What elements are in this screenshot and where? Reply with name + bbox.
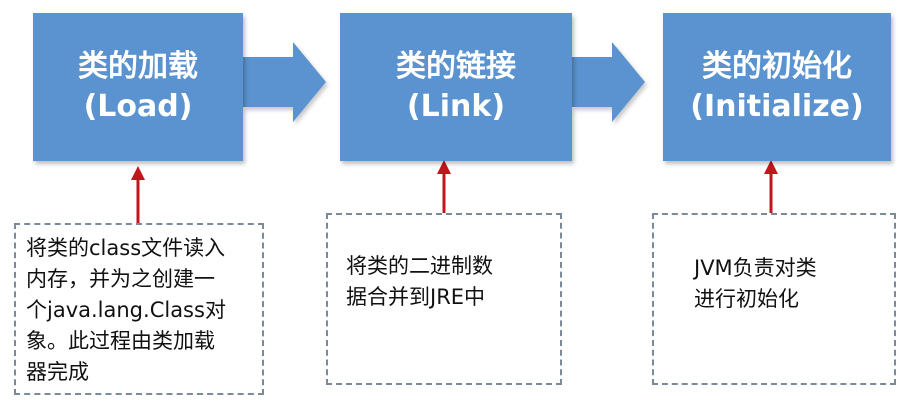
connector-load [131,166,145,223]
stage-load: 类的加载 (Load) [33,13,243,161]
stage-load-title: 类的加载 [78,49,198,84]
note-load-text: 将类的class文件读入 内存，并为之创建一 个java.lang.Class对… [26,236,226,384]
note-initialize-text: JVM负责对类 进行初始化 [694,256,817,311]
note-link: 将类的二进制数 据合并到JRE中 [326,213,562,385]
note-link-text: 将类的二进制数 据合并到JRE中 [346,254,493,309]
stage-link: 类的链接 (Link) [340,13,572,161]
connector-initialize [764,160,778,213]
connector-link [437,160,451,213]
stage-initialize: 类的初始化 (Initialize) [663,13,891,161]
note-initialize: JVM负责对类 进行初始化 [652,213,896,385]
stage-initialize-subtitle: (Initialize) [690,89,864,124]
flow-arrow-link-to-initialize [572,42,645,122]
stage-initialize-title: 类的初始化 [702,49,852,84]
stage-link-subtitle: (Link) [406,89,506,124]
stage-link-title: 类的链接 [396,49,516,84]
flow-arrow-load-to-link [243,42,326,122]
stage-load-subtitle: (Load) [83,89,193,124]
note-load: 将类的class文件读入 内存，并为之创建一 个java.lang.Class对… [14,223,264,395]
